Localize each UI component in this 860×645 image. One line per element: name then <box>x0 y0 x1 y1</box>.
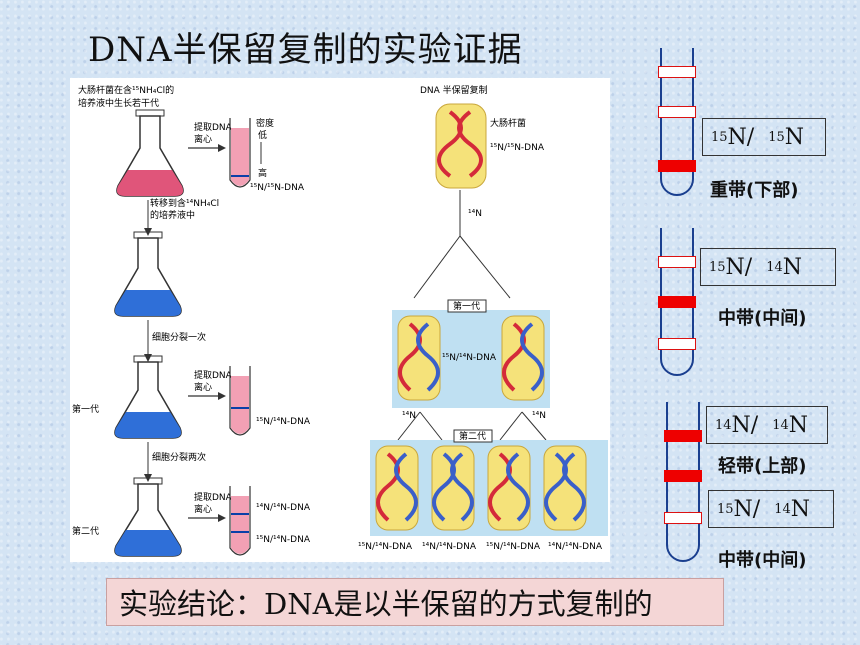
division-once-label: 细胞分裂一次 <box>152 331 206 343</box>
empty-band <box>658 256 696 268</box>
low-label: 低 <box>258 129 267 141</box>
extract-label-1: 提取DNA, <box>194 122 235 133</box>
flask-icon <box>114 231 182 317</box>
high-label: 高 <box>258 167 267 179</box>
light-band <box>664 430 702 442</box>
branch-arrow-icon <box>521 411 547 441</box>
isotope-a: 14 <box>715 417 732 433</box>
mid-dna-label-2: ¹⁵N/¹⁴N-DNA <box>256 535 311 545</box>
extract-label-1c: 提取DNA, <box>194 492 235 503</box>
branch-arrow-icon <box>499 411 523 441</box>
heavy-caption: 重带(下部) <box>710 180 799 201</box>
middle-band <box>664 470 702 482</box>
transfer-line2: 的培养液中 <box>150 209 195 221</box>
isotope-b: 15 <box>768 129 785 145</box>
light-middle-tube <box>664 402 702 562</box>
branch-arrow-icon <box>413 235 461 299</box>
heavy-tube <box>658 48 696 196</box>
extract-label-2b: 离心 <box>194 381 212 393</box>
bottom-label-1: ¹⁵N/¹⁴N-DNA <box>358 542 413 552</box>
gen1-cell-left <box>397 315 441 401</box>
gen2-box-label: 第二代 <box>459 430 486 442</box>
bottom-label-2: ¹⁴N/¹⁴N-DNA <box>422 542 477 552</box>
transfer-line1: 转移到含¹⁴NH₄Cl <box>150 197 219 209</box>
gen2-cell-3 <box>487 445 531 531</box>
gen2-box <box>453 429 493 443</box>
gen1-cell-right <box>501 315 545 401</box>
arrow-head-icon <box>144 354 152 362</box>
flask-icon <box>116 109 184 197</box>
isotope-a: 15 <box>709 259 726 275</box>
isotope-b: 14 <box>766 259 783 275</box>
ecoli-label: 大肠杆菌 <box>490 117 526 129</box>
empty-band <box>664 512 702 524</box>
parent-cell <box>435 103 487 189</box>
extract-label-2: 离心 <box>194 133 212 145</box>
isotope-a: 15 <box>717 501 734 517</box>
isotope-b: 14 <box>772 417 789 433</box>
bottom-label-4: ¹⁴N/¹⁴N-DNA <box>548 542 603 552</box>
light-dna-label: ¹⁴N/¹⁴N-DNA <box>256 503 311 513</box>
density-label: 密度 <box>256 117 274 129</box>
heavy-band <box>658 160 696 172</box>
empty-band <box>658 338 696 350</box>
gen2-cell-4 <box>543 445 587 531</box>
conclusion-banner: 实验结论：DNA是以半保留的方式复制的 <box>106 578 724 626</box>
experiment-figure: 大肠杆菌在含¹⁵NH₄Cl的 培养液中生长若干代 提取DNA, 离心 密度 低 … <box>70 78 610 562</box>
flask-icon <box>114 355 182 439</box>
empty-band <box>658 66 696 78</box>
light-caption: 轻带(上部) <box>718 456 807 477</box>
extract-label-1b: 提取DNA, <box>194 370 235 381</box>
extract-label-2c: 离心 <box>194 503 212 515</box>
branch-arrow-icon <box>419 411 443 441</box>
middle-band <box>658 296 696 308</box>
n14-label: ¹⁴N <box>468 209 482 219</box>
branch-arrow-icon <box>459 235 511 299</box>
middle-caption-2: 中带(中间) <box>718 550 807 571</box>
intro-line1: 大肠杆菌在含¹⁵NH₄Cl的 <box>78 84 174 96</box>
parent-dna-label: ¹⁵N/¹⁵N-DNA <box>490 143 545 153</box>
empty-band <box>658 106 696 118</box>
gen2-cell-1 <box>375 445 419 531</box>
n14-left: ¹⁴N <box>402 411 416 421</box>
branch-arrow-icon <box>397 411 421 441</box>
gen2-label: 第二代 <box>72 525 99 537</box>
gen1-dna-label: ¹⁵N/¹⁴N-DNA <box>442 353 497 363</box>
middle-caption: 中带(中间) <box>718 308 807 329</box>
arrow-head-icon <box>218 144 226 152</box>
heavy-dna-label: ¹⁵N/¹⁵N-DNA <box>250 183 305 193</box>
test-tube-icon <box>229 118 251 188</box>
arrow-head-icon <box>218 392 226 400</box>
division-twice-label: 细胞分裂两次 <box>152 451 206 463</box>
n14-right: ¹⁴N <box>532 411 546 421</box>
gen1-box-label: 第一代 <box>453 300 480 312</box>
mid-dna-label: ¹⁵N/¹⁴N-DNA <box>256 417 311 427</box>
page-title: DNA半保留复制的实验证据 <box>88 30 523 70</box>
bottom-label-3: ¹⁵N/¹⁴N-DNA <box>486 542 541 552</box>
experiment-diagram: 大肠杆菌在含¹⁵NH₄Cl的 培养液中生长若干代 提取DNA, 离心 密度 低 … <box>72 84 608 557</box>
gen2-cell-2 <box>431 445 475 531</box>
arrow-head-icon <box>218 514 226 522</box>
isotope-a: 15 <box>711 129 728 145</box>
test-tube-icon <box>229 366 251 436</box>
gen1-label: 第一代 <box>72 403 99 415</box>
middle-tube <box>658 228 696 376</box>
replication-header: DNA 半保留复制 <box>420 84 488 96</box>
intro-line2: 培养液中生长若干代 <box>78 97 159 109</box>
flask-icon <box>114 477 182 557</box>
isotope-b: 14 <box>774 501 791 517</box>
gen1-box <box>447 299 487 313</box>
test-tube-icon <box>229 486 251 556</box>
